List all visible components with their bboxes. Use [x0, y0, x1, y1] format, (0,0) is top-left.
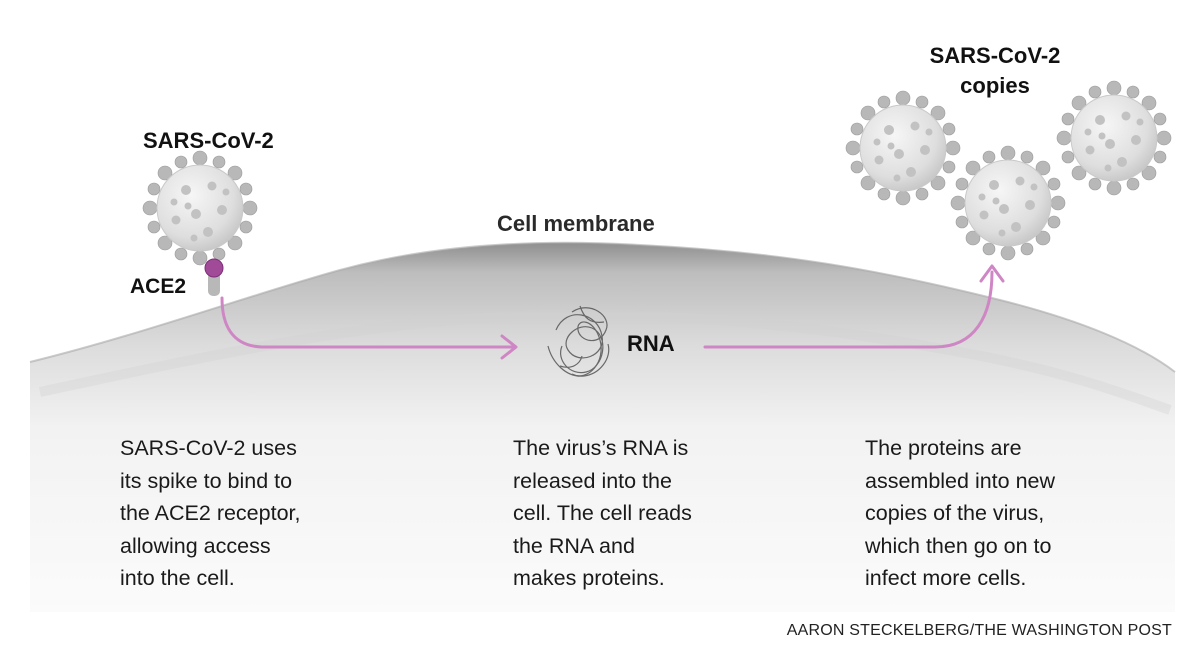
ace2-receptor-icon	[204, 258, 224, 296]
cell-membrane-label: Cell membrane	[497, 211, 655, 236]
step-3-description: The proteins are assembled into new copi…	[865, 436, 1056, 590]
exit-arrow-icon	[703, 270, 994, 349]
cell-body	[30, 242, 1175, 613]
entry-arrowhead-icon	[500, 334, 518, 360]
cell-membrane-edge	[29, 241, 1176, 373]
copies-label: SARS-CoV-2 copies	[929, 43, 1061, 98]
virus-label: SARS-CoV-2	[143, 128, 274, 153]
credit-line: AARON STECKELBERG/THE WASHINGTON POST	[786, 622, 1172, 639]
cell-membrane-shade	[38, 309, 1172, 415]
ace2-label: ACE2	[130, 275, 187, 298]
entry-arrow-icon	[220, 296, 517, 349]
step-1-description: SARS-CoV-2 uses its spike to bind to the…	[120, 436, 301, 590]
virus-copy-icon-1	[845, 90, 961, 206]
rna-label: RNA	[627, 331, 675, 356]
rna-strand-icon	[547, 305, 610, 377]
exit-arrowhead-icon	[979, 264, 1005, 283]
virus-copy-icon-3	[950, 145, 1066, 261]
virus-icon	[142, 150, 258, 266]
step-2-description: The virus’s RNA is released into the cel…	[513, 436, 692, 590]
